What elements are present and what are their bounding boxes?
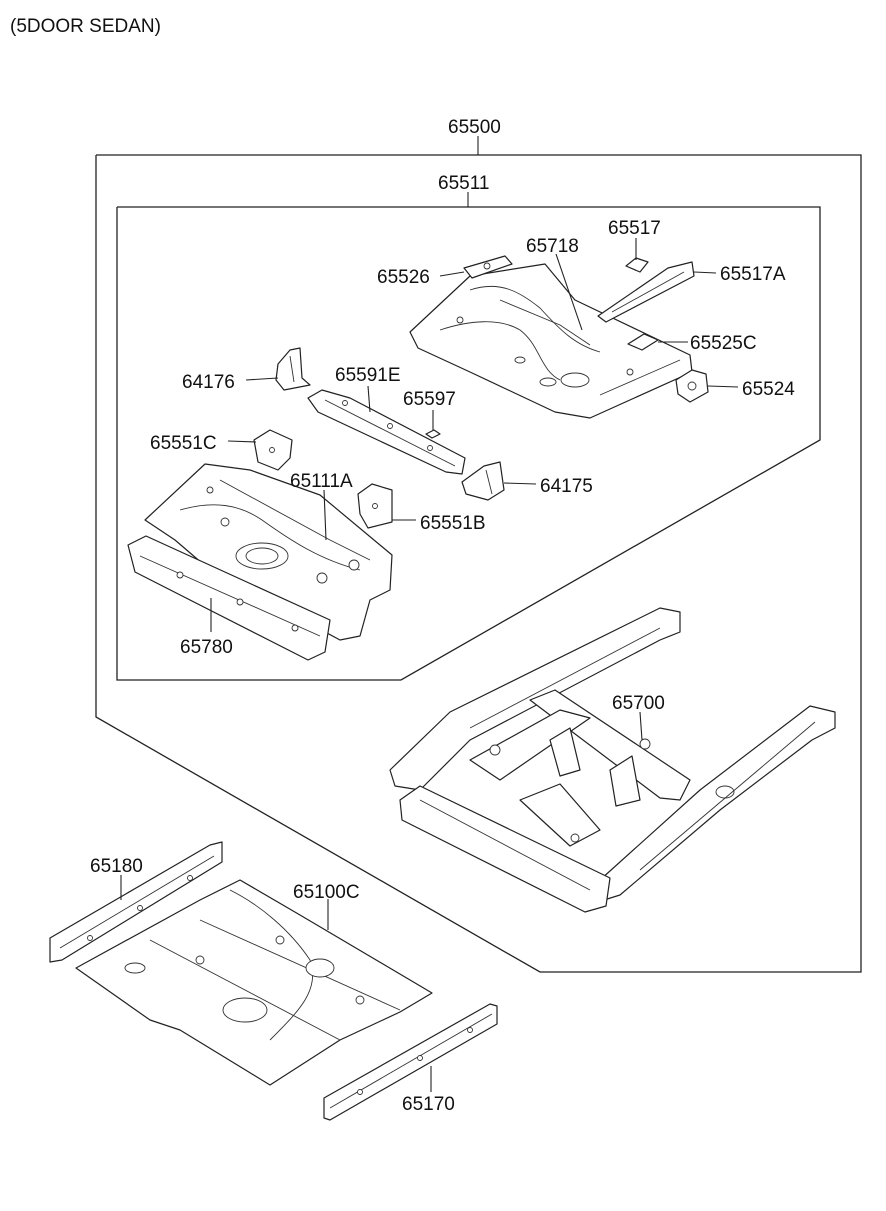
variant-header: (5DOOR SEDAN) [10, 16, 161, 37]
label-65551C[interactable]: 65551C [150, 433, 217, 454]
cross-member-65591E[interactable] [307, 389, 466, 475]
side-member-assembly-65700[interactable] [389, 607, 836, 913]
bracket-65525C[interactable] [627, 333, 659, 351]
side-sill-65180[interactable] [49, 841, 223, 963]
label-65591E[interactable]: 65591E [335, 365, 401, 386]
label-65170[interactable]: 65170 [402, 1094, 455, 1115]
label-65525C[interactable]: 65525C [690, 333, 757, 354]
label-65100C[interactable]: 65100C [293, 882, 360, 903]
bracket-65517[interactable] [625, 257, 649, 273]
label-65511[interactable]: 65511 [438, 173, 489, 194]
label-65517A[interactable]: 65517A [720, 264, 786, 285]
label-65526[interactable]: 65526 [377, 267, 430, 288]
label-65180[interactable]: 65180 [90, 856, 143, 877]
bracket-65524[interactable] [675, 369, 709, 403]
side-sill-65170[interactable] [323, 1003, 498, 1121]
front-floor-65100C[interactable] [75, 879, 433, 1086]
label-65700[interactable]: 65700 [612, 693, 665, 714]
label-65597[interactable]: 65597 [403, 389, 456, 410]
bracket-64176[interactable] [275, 347, 311, 391]
bracket-64175[interactable] [461, 461, 505, 501]
assembly-frame-65500 [95, 154, 862, 973]
plate-65526[interactable] [463, 255, 513, 279]
assembly-frame-65511 [116, 206, 821, 681]
label-65780[interactable]: 65780 [180, 637, 233, 658]
label-65718[interactable]: 65718 [526, 236, 579, 257]
label-65517[interactable]: 65517 [608, 218, 661, 239]
label-65524[interactable]: 65524 [742, 379, 795, 400]
label-64175[interactable]: 64175 [540, 476, 593, 497]
rear-crossmember-65780[interactable] [127, 535, 331, 661]
label-64176[interactable]: 64176 [182, 372, 235, 393]
label-65500[interactable]: 65500 [448, 117, 501, 138]
label-65111A[interactable]: 65111A [290, 471, 353, 492]
clip-65597[interactable] [425, 429, 441, 439]
bracket-65551B[interactable] [357, 483, 393, 529]
bracket-65551C[interactable] [253, 429, 293, 471]
member-65517A[interactable] [597, 261, 695, 323]
label-65551B[interactable]: 65551B [420, 513, 486, 534]
